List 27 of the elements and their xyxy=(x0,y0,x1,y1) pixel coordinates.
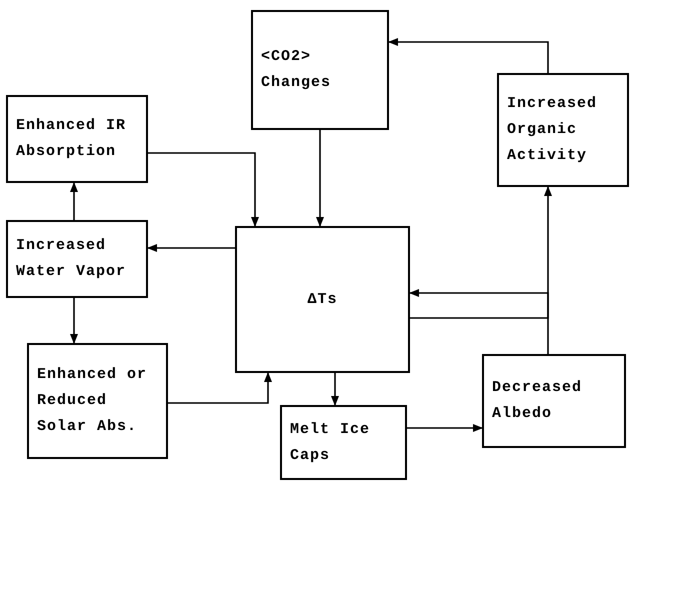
process-box xyxy=(6,220,148,298)
box-label: Enhanced or Reduced Solar Abs. xyxy=(37,365,148,437)
arrow xyxy=(409,289,549,354)
arrow xyxy=(147,244,235,252)
arrow xyxy=(410,186,552,319)
arrow xyxy=(407,424,483,432)
box-label: Enhanced IR Absorption xyxy=(16,116,128,162)
box-label: ΔTs xyxy=(307,290,338,310)
process-box xyxy=(482,354,626,448)
process-box xyxy=(27,343,168,459)
arrow xyxy=(148,152,259,227)
arrow xyxy=(316,130,324,227)
process-box xyxy=(280,405,407,480)
arrow xyxy=(168,372,272,404)
arrow xyxy=(331,373,339,406)
process-box xyxy=(235,226,410,373)
box-label: Increased Organic Activity xyxy=(507,94,598,166)
arrow xyxy=(388,38,549,73)
box-label: Increased Water Vapor xyxy=(16,236,128,282)
box-label: Melt Ice Caps xyxy=(290,420,372,466)
process-box xyxy=(251,10,389,130)
process-box xyxy=(497,73,629,187)
process-box xyxy=(6,95,148,183)
box-label: Decreased Albedo xyxy=(492,378,584,424)
arrow xyxy=(70,182,78,220)
arrow xyxy=(70,298,78,344)
box-label: <CO2> Changes xyxy=(261,47,332,93)
